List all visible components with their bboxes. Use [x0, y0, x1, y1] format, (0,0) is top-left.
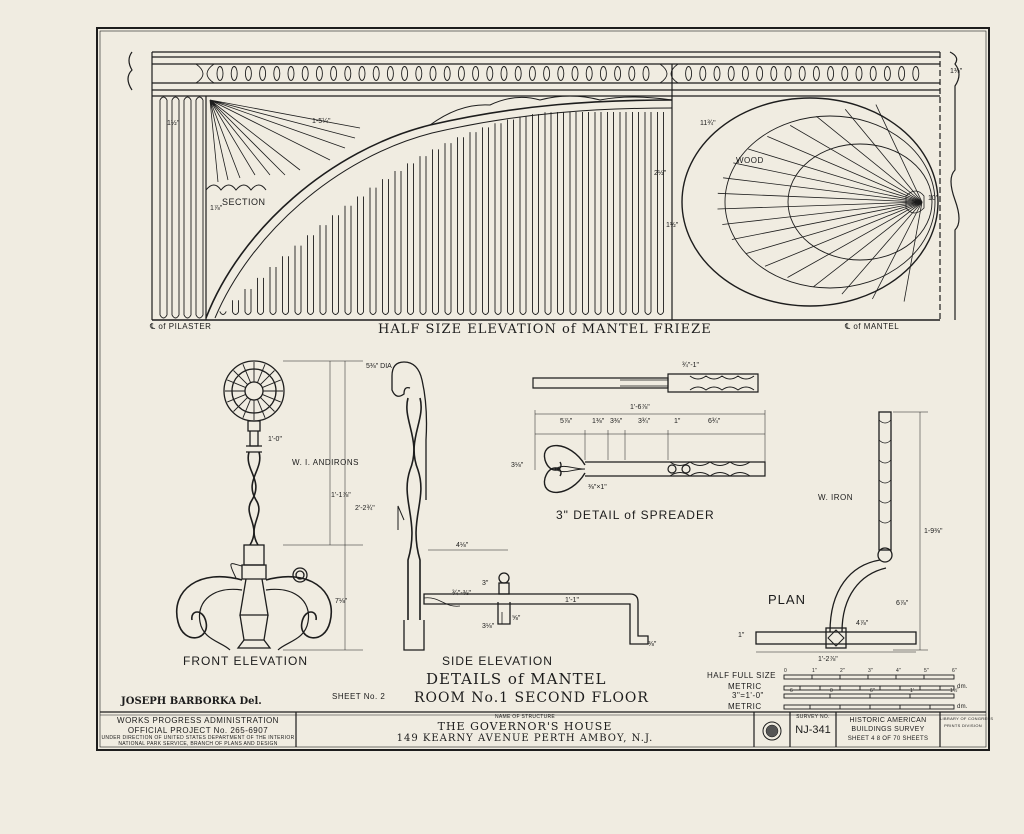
frieze-dim-1: 1-5¼"	[312, 118, 331, 125]
habs-line-1: HISTORIC AMERICAN	[849, 717, 927, 724]
plan-dim-5: 1"	[738, 632, 745, 639]
scale-tick-label: 1"	[812, 668, 818, 674]
wood-label: WOOD	[736, 156, 764, 165]
scale-tick-label: 0	[830, 688, 834, 694]
side-dim-4: 1'-1"	[565, 597, 579, 604]
frieze-dim-2: 1½"	[167, 120, 180, 127]
side-dim-2: 3"	[482, 580, 489, 587]
plan-dim-2: 6⅞"	[896, 600, 909, 607]
front-andiron-drawing	[175, 360, 363, 651]
scale-tick-label: 6	[790, 688, 794, 694]
scale-unit-1: dm.	[957, 684, 968, 690]
plan-dim-3: 4⅞"	[856, 620, 869, 627]
andiron-dim-3: 2'-2¾"	[355, 505, 375, 512]
side-elevation-title: SIDE ELEVATION	[442, 654, 553, 668]
sheet-note: SHEET No. 2	[332, 692, 386, 701]
loc-stamp-line-1: LIBRARY OF CONGRESS	[940, 716, 994, 721]
scale-tick-label: 6"	[870, 688, 876, 694]
structure-caption: NAME OF STRUCTURE	[494, 714, 556, 720]
habs-line-2: BUILDINGS SURVEY	[851, 726, 925, 733]
andiron-dim-2: 1'-1⅞"	[331, 492, 351, 499]
andiron-dim-1: 1'-0"	[268, 436, 282, 443]
scale-label-3: 3"=1'-0"	[732, 691, 764, 700]
agency-line-3: UNDER DIRECTION OF UNITED STATES DEPARTM…	[101, 735, 295, 741]
scale-tick-label: 4"	[896, 668, 902, 674]
side-andiron-drawing	[391, 361, 649, 651]
frieze-dim-8: 1½"	[666, 222, 679, 229]
details-title: DETAILS of MANTEL	[426, 670, 607, 688]
frieze-dim-4: 2½"	[654, 170, 667, 177]
frieze-elevation	[127, 51, 960, 321]
frieze-dim-7: 1⅞"	[210, 205, 223, 212]
scale-tick-label: 5"	[924, 668, 930, 674]
spreader-dim-8: ¾"-1"	[682, 362, 700, 369]
agency-line-4: NATIONAL PARK SERVICE, BRANCH OF PLANS A…	[118, 741, 278, 747]
side-dim-7: ¾"-⅜"	[452, 590, 471, 597]
side-dim-3: 3⅛"	[482, 623, 495, 630]
andirons-material-label: W. I. ANDIRONS	[292, 458, 360, 467]
front-elevation-title: FRONT ELEVATION	[183, 654, 309, 668]
spreader-dim-4: 3¾"	[638, 418, 651, 425]
plan-title: PLAN	[768, 592, 806, 607]
title-block-lines	[100, 711, 986, 747]
spreader-title: 3" DETAIL of SPREADER	[556, 508, 715, 522]
scale-tick-label: 3"	[868, 668, 874, 674]
scale-label-1: HALF FULL SIZE	[707, 671, 776, 680]
section-label: SECTION	[222, 197, 266, 207]
spreader-dim-2: 1⅜"	[592, 418, 605, 425]
plan-drawing	[755, 411, 928, 653]
plan-dim-4: 1'-2⅞"	[818, 656, 838, 663]
scale-tick-label: 1½'	[950, 688, 959, 694]
scale-label-2: METRIC	[728, 682, 762, 691]
agency-line-2: OFFICIAL PROJECT No. 265-6907	[127, 726, 269, 735]
plan-dim-1: 1-9⅜"	[924, 528, 943, 535]
scale-label-4: METRIC	[728, 702, 762, 711]
loc-stamp-line-2: PRINTS DIVISION	[944, 723, 982, 728]
survey-caption: SURVEY NO.	[796, 714, 830, 720]
andiron-dim-dia: 5⅜" DIA	[366, 363, 392, 370]
frieze-dim-6: 10"	[928, 195, 939, 202]
spreader-dim-7: 3⅛"	[511, 462, 524, 469]
pilaster-centerline-label: ℄ of PILASTER	[150, 322, 212, 331]
scale-unit-2: dm.	[957, 704, 968, 710]
spreader-dim-9: ⅜"×1"	[588, 484, 607, 491]
frieze-dim-3: 11¾"	[700, 120, 716, 127]
side-dim-6: ⅜"	[648, 641, 657, 648]
scale-tick-label: 1'	[910, 688, 915, 694]
frieze-title: HALF SIZE ELEVATION of MANTEL FRIEZE	[378, 322, 712, 337]
spreader-dim-0: 1'-6⅞"	[630, 404, 650, 411]
details-subtitle: ROOM No.1 SECOND FLOOR	[414, 690, 649, 706]
spreader-dim-6: 6¾"	[708, 418, 721, 425]
scale-bars	[783, 674, 955, 710]
survey-number: NJ-341	[795, 724, 831, 736]
agency-line-1: WORKS PROGRESS ADMINISTRATION	[117, 716, 279, 725]
andiron-dim-4: 7⅛"	[335, 598, 348, 605]
spreader-dim-5: 1"	[674, 418, 681, 425]
side-dim-1: 4⅛"	[456, 542, 469, 549]
spreader-dim-3: 3⅜"	[610, 418, 623, 425]
structure-name: THE GOVERNOR'S HOUSE	[437, 720, 613, 733]
spreader-dim-1: 5⅞"	[560, 418, 573, 425]
scale-tick-label: 0	[784, 668, 788, 674]
draftsman-credit: JOSEPH BARBORKA Del.	[121, 696, 262, 707]
sheet-count: SHEET 4 8 OF 70 SHEETS	[847, 736, 929, 742]
mantel-centerline-label: ℄ of MANTEL	[845, 322, 900, 331]
frieze-dim-5: 1⅜"	[950, 68, 963, 75]
spreader-detail-drawing	[532, 373, 766, 494]
scale-tick-label: 2"	[840, 668, 846, 674]
plan-material-label: W. IRON	[818, 493, 854, 502]
side-dim-5: ⅝"	[512, 615, 521, 622]
structure-address: 149 KEARNY AVENUE PERTH AMBOY, N.J.	[396, 733, 654, 744]
scale-tick-label: 6"	[952, 668, 958, 674]
